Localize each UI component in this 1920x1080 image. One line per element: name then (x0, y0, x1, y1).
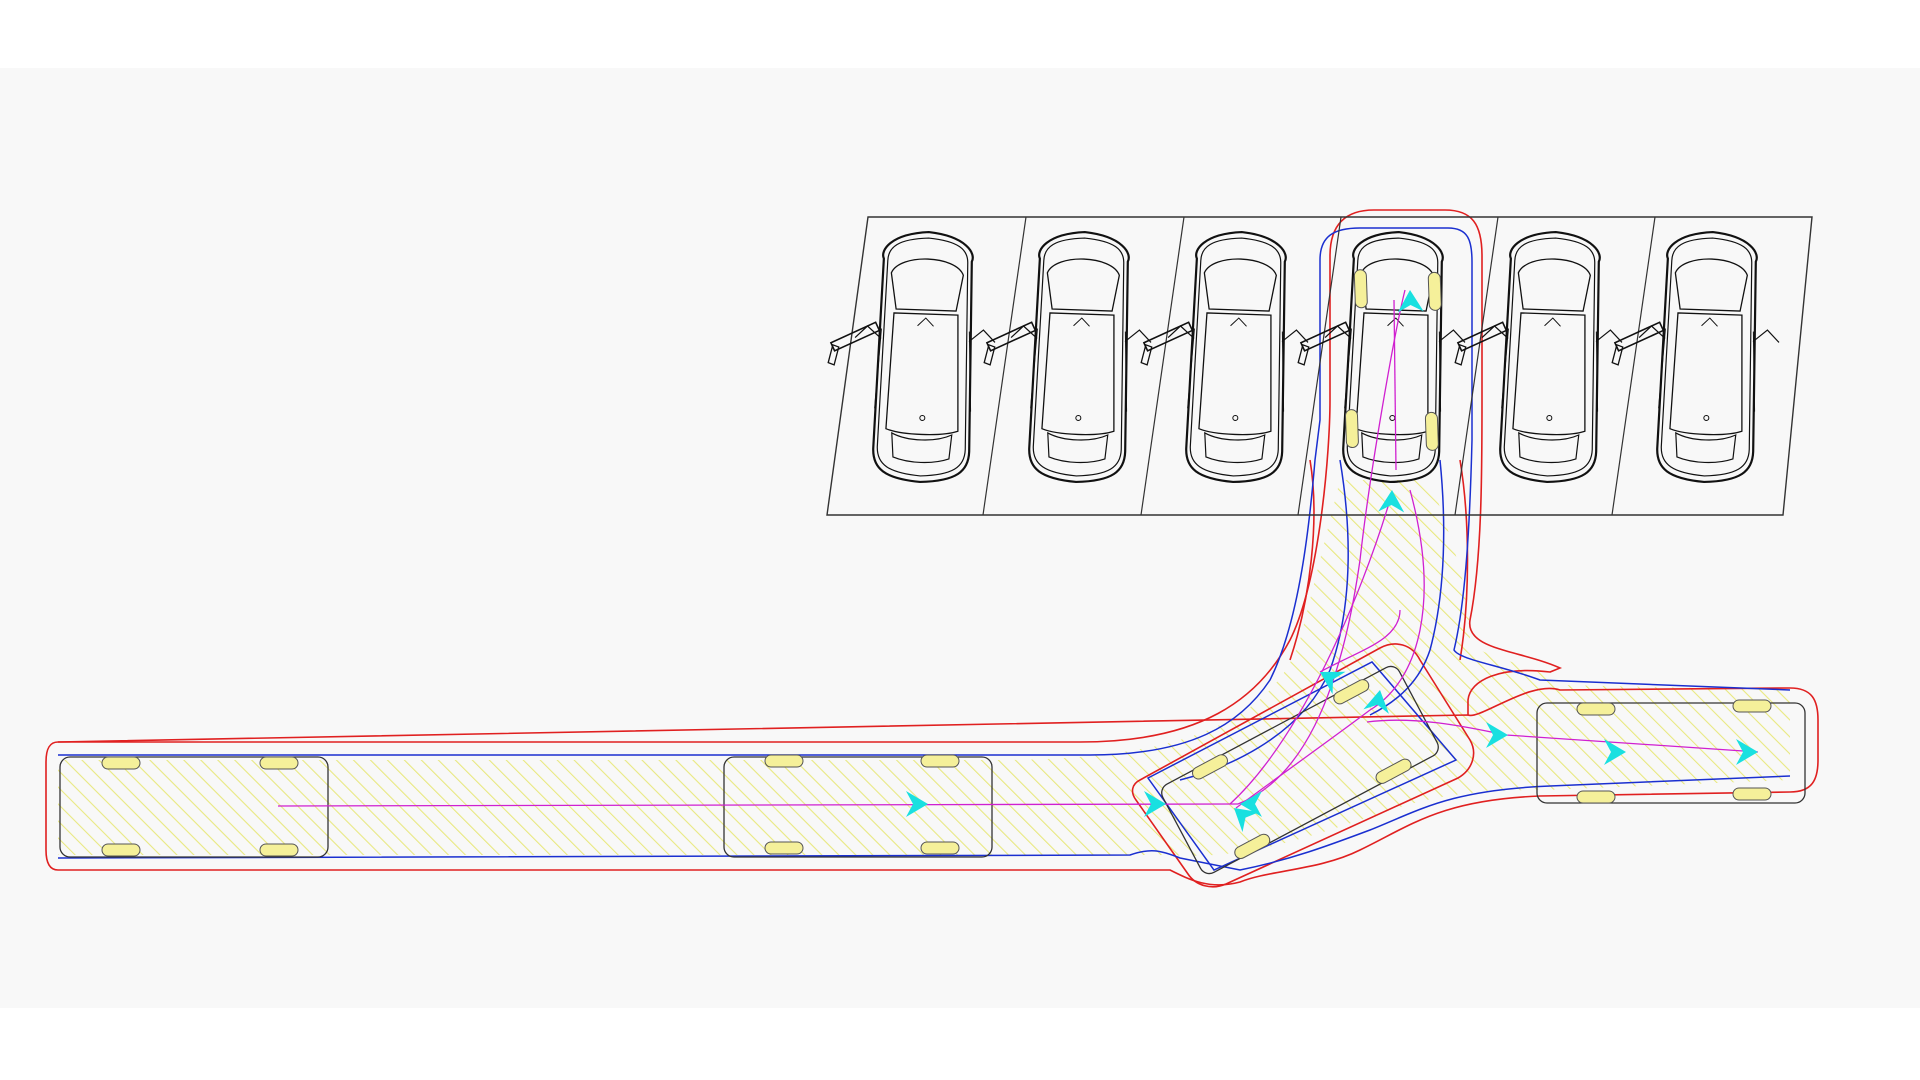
vehicle-snapshot-2 (723, 754, 993, 858)
bay-divider (1454, 216, 1499, 516)
inner-clearance-envelope (57, 227, 1791, 871)
hatched-swept-envelope (58, 480, 1790, 856)
vehicle-snapshot-4 (1536, 699, 1806, 804)
path-lines (277, 289, 1759, 809)
vehicle-snapshots (59, 665, 1806, 875)
outer-clearance-envelope (45, 209, 1819, 888)
bay-divider (982, 216, 1027, 516)
vehicle-snapshot-3 (1161, 665, 1439, 875)
bay-divider (1140, 216, 1185, 516)
bay-divider (1297, 216, 1342, 516)
vehicle-snapshot-1 (59, 756, 329, 858)
drawing-area (0, 68, 1920, 1008)
parking-row (826, 216, 1813, 516)
bay-divider (1611, 216, 1656, 516)
parking-row-outline (826, 216, 1813, 516)
